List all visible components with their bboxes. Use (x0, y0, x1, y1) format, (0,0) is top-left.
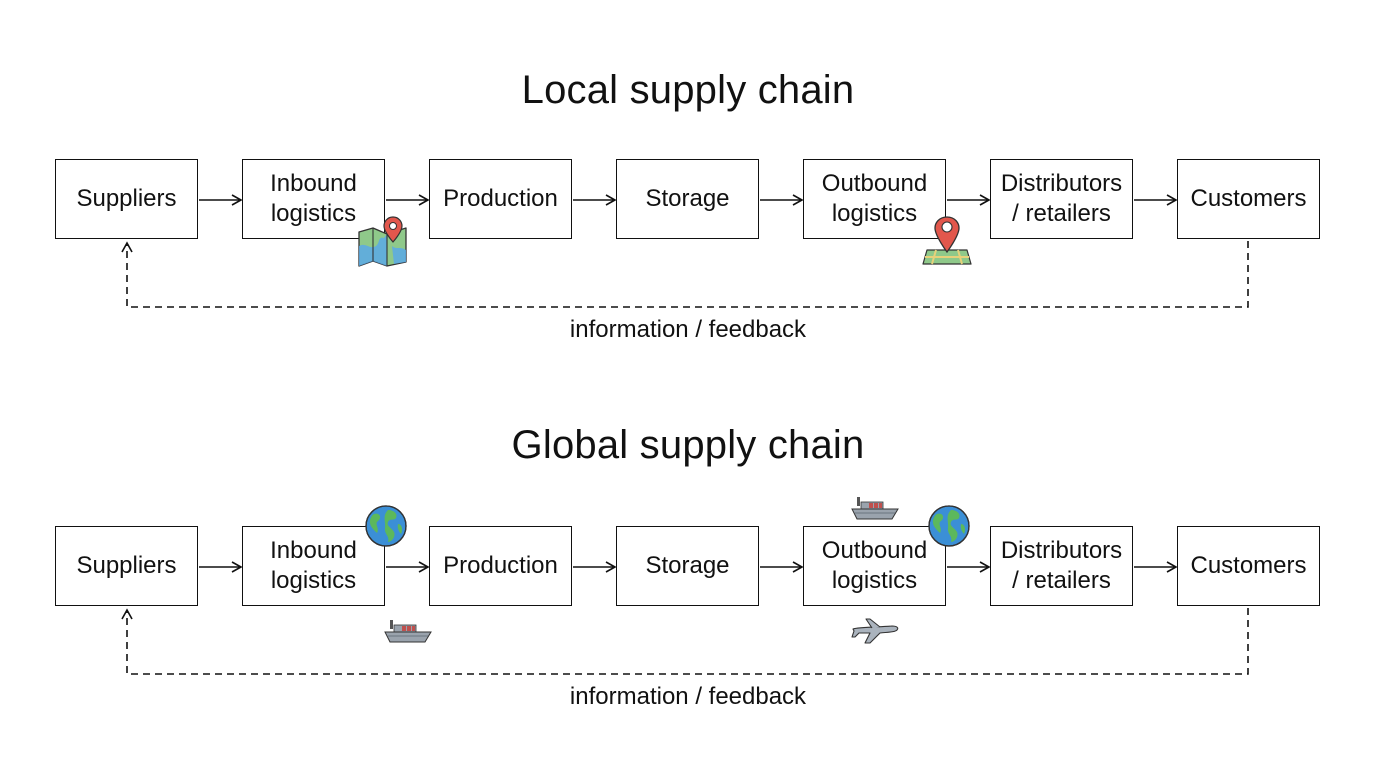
local-step-outbound-logistics: Outbound logistics (803, 159, 946, 239)
global-step-production: Production (429, 526, 572, 606)
cargo-ship-icon (851, 497, 899, 520)
globe-icon (928, 505, 970, 547)
global-step-storage: Storage (616, 526, 759, 606)
local-feedback-label: information / feedback (569, 316, 807, 343)
globe-icon (365, 505, 407, 547)
global-step-customers: Customers (1177, 526, 1320, 606)
local-step-inbound-logistics: Inbound logistics (242, 159, 385, 239)
local-step-production: Production (429, 159, 572, 239)
cargo-ship-icon (384, 620, 432, 643)
local-step-distributors-retailers: Distributors / retailers (990, 159, 1133, 239)
local-chain-title: Local supply chain (521, 68, 855, 112)
global-feedback-label: information / feedback (569, 683, 807, 710)
global-step-suppliers: Suppliers (55, 526, 198, 606)
local-step-customers: Customers (1177, 159, 1320, 239)
airplane-icon (851, 618, 899, 644)
global-step-outbound-logistics: Outbound logistics (803, 526, 946, 606)
global-step-inbound-logistics: Inbound logistics (242, 526, 385, 606)
local-feedback-line (121, 241, 1249, 308)
local-step-storage: Storage (616, 159, 759, 239)
location-pin-icon (922, 216, 972, 265)
global-step-distributors-retailers: Distributors / retailers (990, 526, 1133, 606)
local-step-suppliers: Suppliers (55, 159, 198, 239)
map-pin-icon (358, 216, 407, 267)
global-chain-title: Global supply chain (511, 423, 865, 467)
global-feedback-line (121, 608, 1249, 675)
